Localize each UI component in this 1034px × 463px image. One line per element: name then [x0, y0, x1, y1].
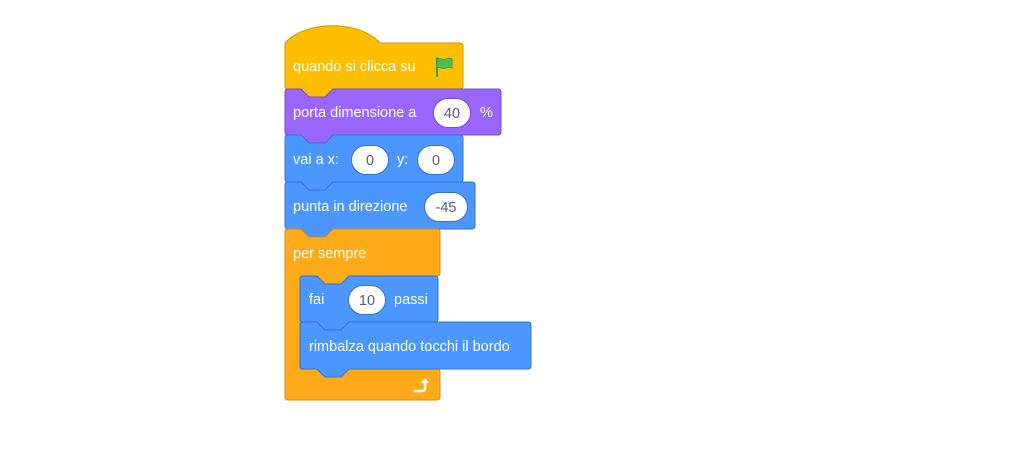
bounce-label: rimbalza quando tocchi il bordo: [309, 339, 510, 355]
bounce-on-edge-block[interactable]: [299, 321, 532, 378]
steps-input[interactable]: 10: [348, 285, 386, 315]
green-flag-icon: [436, 57, 453, 77]
y-input[interactable]: 0: [417, 145, 455, 175]
loop-arrow-icon: [413, 378, 429, 393]
when-flag-clicked-label: quando si clicca su: [293, 59, 416, 75]
set-size-label: porta dimensione a: [293, 105, 417, 121]
forever-label: per sempre: [293, 246, 367, 262]
move-label: fai: [309, 292, 325, 308]
direction-input[interactable]: -45: [424, 192, 468, 222]
go-to-y-label: y:: [397, 152, 409, 168]
go-to-x-label: vai a x:: [293, 152, 339, 168]
x-input[interactable]: 0: [351, 145, 389, 175]
steps-suffix-label: passi: [394, 292, 428, 308]
size-unit-label: %: [480, 105, 493, 121]
size-input[interactable]: 40: [433, 98, 471, 128]
point-direction-label: punta in direzione: [293, 199, 408, 215]
